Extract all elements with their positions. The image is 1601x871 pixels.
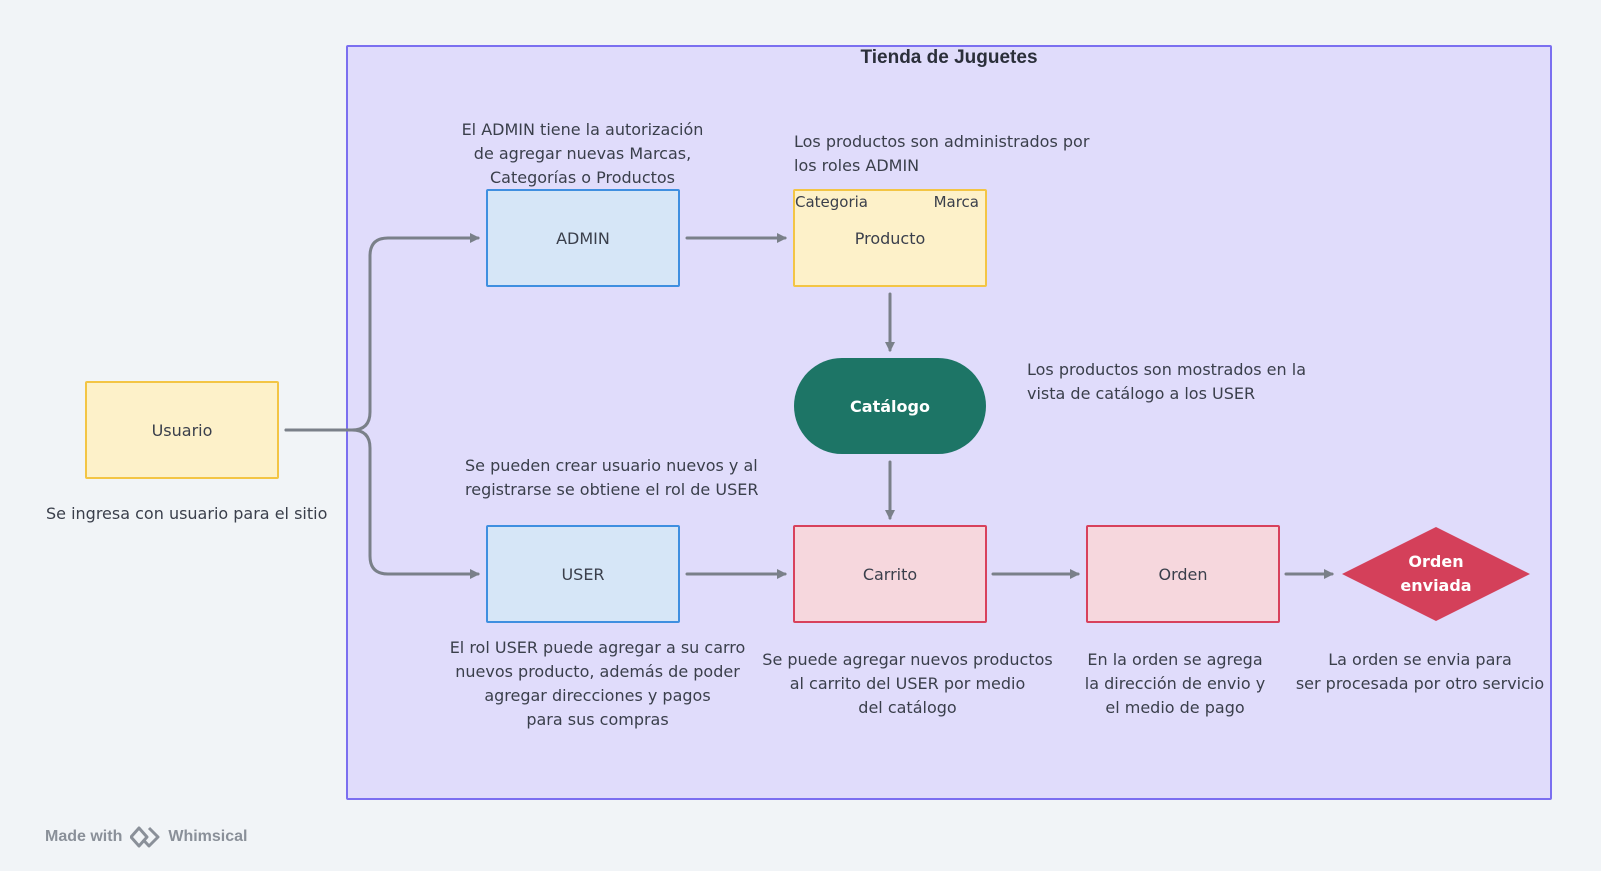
producto-node[interactable]: Categoria Marca Producto [793, 189, 987, 287]
catalogo-label: Catálogo [850, 396, 930, 416]
producto-categoria-label: Categoria [795, 193, 869, 211]
admin-node[interactable]: ADMIN [486, 189, 680, 287]
whimsical-footer[interactable]: Made with Whimsical [45, 826, 247, 848]
admin-note: El ADMIN tiene la autorización de agrega… [461, 120, 704, 187]
orden-node[interactable]: Orden [1086, 525, 1280, 623]
usuario-note: Se ingresa con usuario para el sitio [46, 504, 328, 523]
whimsical-logo-icon [130, 826, 160, 848]
producto-note: Los productos son administrados por los … [794, 132, 1090, 175]
usuario-node[interactable]: Usuario [85, 381, 279, 479]
user-bottom-note: El rol USER puede agregar a su carro nue… [449, 638, 746, 729]
orden-enviada-diamond [1342, 527, 1530, 621]
whimsical-brand: Whimsical [168, 828, 248, 845]
catalogo-node[interactable]: Catálogo [794, 358, 986, 454]
carrito-node[interactable]: Carrito [793, 525, 987, 623]
orden-enviada-note: La orden se envia para ser procesada por… [1295, 650, 1545, 693]
connector-usuario-user [284, 428, 480, 579]
catalogo-note: Los productos son mostrados en la vista … [1027, 360, 1306, 403]
orden-label: Orden [1158, 564, 1208, 584]
usuario-label: Usuario [151, 420, 213, 440]
producto-marca-label: Marca [933, 193, 979, 211]
user-top-note: Se pueden crear usuario nuevos y al regi… [465, 456, 759, 499]
admin-label: ADMIN [556, 228, 610, 248]
user-node[interactable]: USER [486, 525, 680, 623]
producto-label: Producto [854, 228, 926, 248]
user-label: USER [561, 564, 605, 584]
orden-enviada-label[interactable]: Orden enviada [1400, 552, 1472, 595]
carrito-note: Se puede agregar nuevos productos al car… [762, 650, 1053, 717]
carrito-label: Carrito [862, 564, 918, 584]
diagram-title: Tienda de Juguetes [860, 47, 1038, 68]
connector-usuario-admin [284, 233, 480, 432]
orden-note: En la orden se agrega la dirección de en… [1084, 650, 1266, 717]
made-with-label: Made with [45, 828, 123, 845]
